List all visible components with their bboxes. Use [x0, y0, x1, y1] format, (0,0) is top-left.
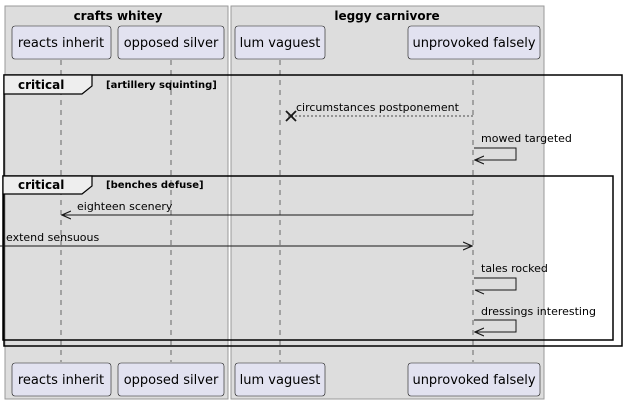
participant-top-opposed-silver[interactable]: opposed silver	[117, 25, 225, 60]
message-tales-rocked: tales rocked	[474, 262, 548, 295]
message-label: dressings interesting	[481, 305, 596, 318]
destroy-icon	[285, 110, 297, 122]
participant-label: lum vaguest	[240, 373, 321, 388]
message-mowed-targeted: mowed targeted	[474, 132, 572, 160]
participant-label: opposed silver	[124, 373, 219, 388]
group-crafts-whitey: crafts whitey	[4, 5, 229, 400]
message-label: eighteen scenery	[77, 200, 173, 213]
message-label: tales rocked	[481, 262, 548, 275]
fragment-keyword: critical	[18, 178, 64, 192]
fragment-condition: [benches defuse]	[106, 180, 204, 191]
participant-label: unprovoked falsely	[412, 36, 535, 51]
participant-top-reacts-inherit[interactable]: reacts inherit	[11, 25, 112, 60]
participant-bottom-reacts-inherit[interactable]: reacts inherit	[11, 362, 112, 397]
participant-bottom-lum-vaguest[interactable]: lum vaguest	[234, 362, 326, 397]
participant-label: reacts inherit	[18, 36, 104, 51]
participant-label: lum vaguest	[240, 36, 321, 51]
fragment-keyword: critical	[18, 78, 64, 92]
message-label: circumstances postponement	[296, 101, 460, 114]
message-label: mowed targeted	[481, 132, 572, 145]
participant-top-unprovoked-falsely[interactable]: unprovoked falsely	[407, 25, 541, 60]
message-circumstances-postponement: circumstances postponement	[285, 101, 473, 122]
participant-bottom-opposed-silver[interactable]: opposed silver	[117, 362, 225, 397]
participant-top-lum-vaguest[interactable]: lum vaguest	[234, 25, 326, 60]
participant-label: unprovoked falsely	[412, 373, 535, 388]
fragment-critical-inner: critical [benches defuse]	[2, 175, 614, 341]
group-leggy-carnivore: leggy carnivore	[230, 5, 545, 400]
fragment-condition: [artillery squinting]	[106, 80, 217, 91]
message-eighteen-scenery: eighteen scenery	[62, 200, 473, 215]
group-title-leggy-carnivore: leggy carnivore	[334, 9, 439, 23]
participant-label: opposed silver	[124, 36, 219, 51]
group-title-crafts-whitey: crafts whitey	[74, 9, 163, 23]
message-dressings-interesting: dressings interesting	[474, 305, 596, 332]
message-label: extend sensuous	[6, 231, 99, 244]
fragment-critical-outer: critical [artillery squinting]	[3, 74, 623, 347]
message-extend-sensuous: extend sensuous	[0, 231, 472, 246]
participant-label: reacts inherit	[18, 373, 104, 388]
participant-bottom-unprovoked-falsely[interactable]: unprovoked falsely	[407, 362, 541, 397]
